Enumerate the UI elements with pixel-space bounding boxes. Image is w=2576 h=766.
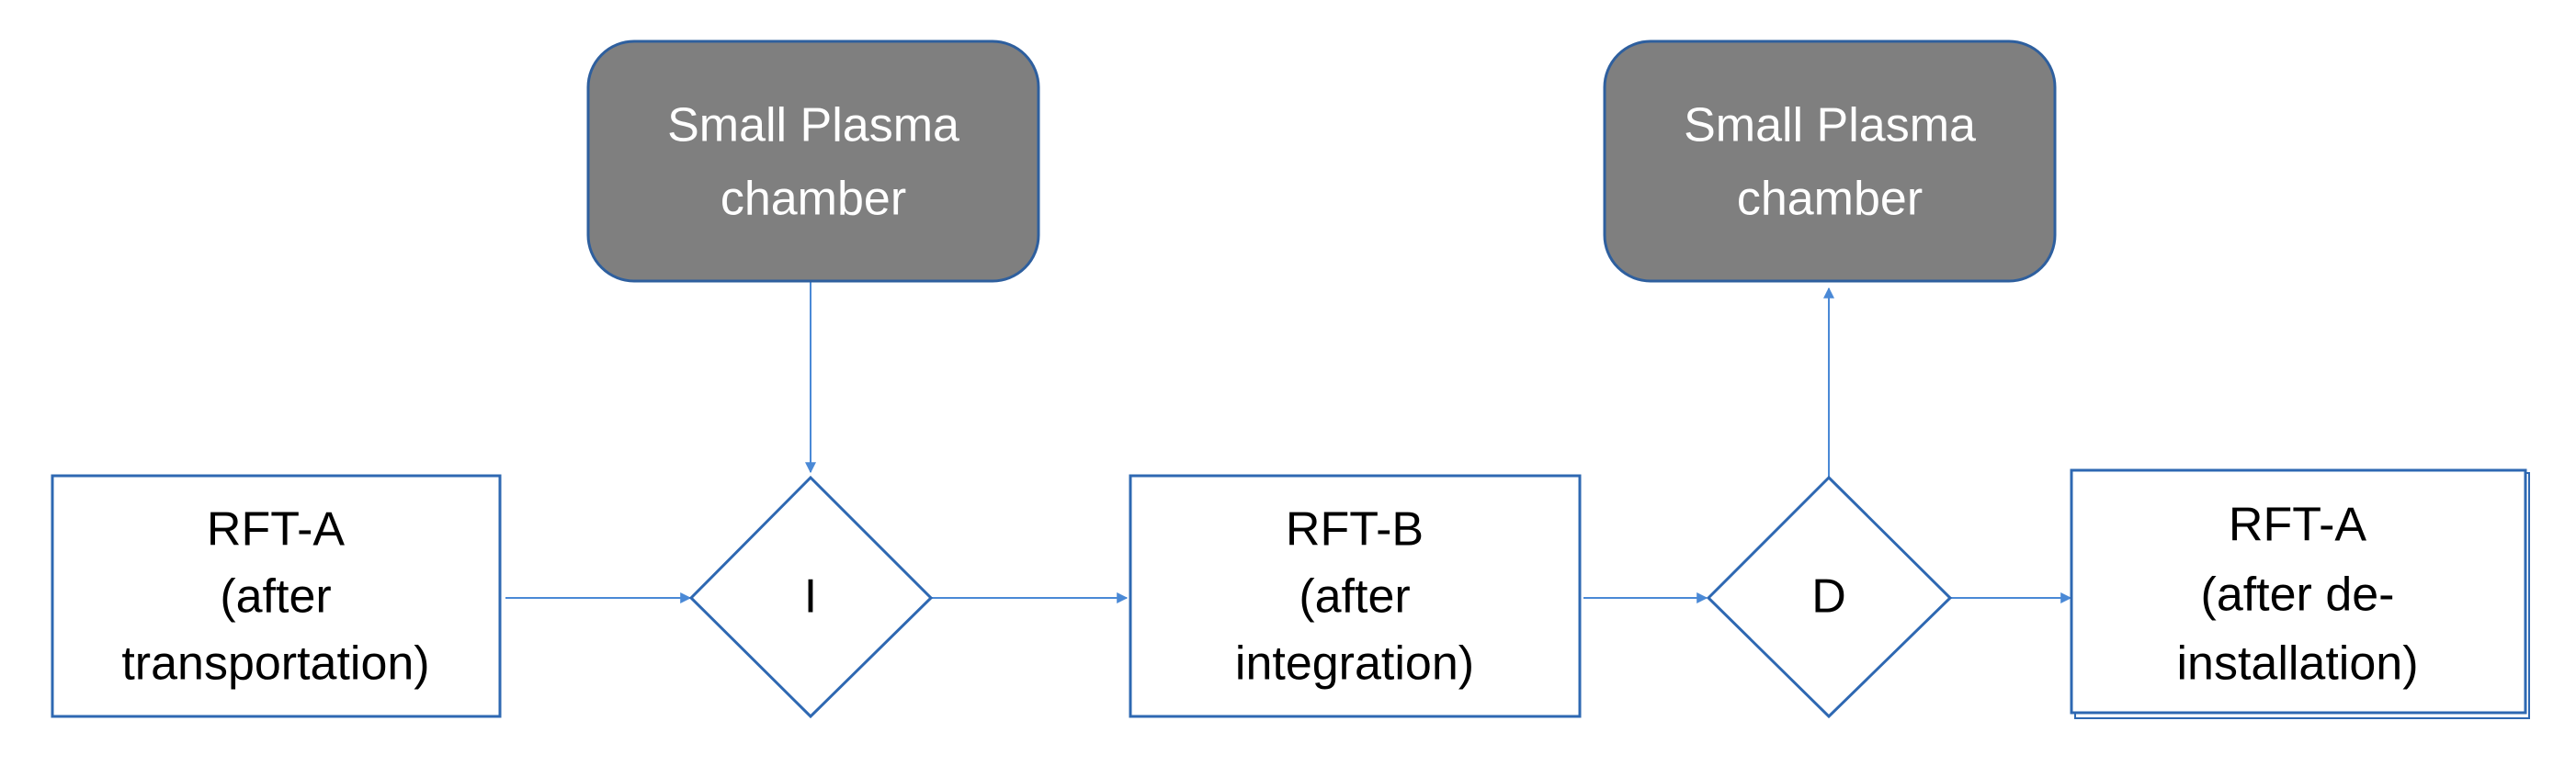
decision-d: D [1706, 475, 1953, 719]
chamber-left-line-1: Small Plasma [667, 99, 959, 152]
connectors [505, 281, 2072, 603]
decision-i-label: I [804, 570, 817, 624]
rft-b-integration-line-2: (after [1299, 570, 1410, 624]
chamber-left-line-2: chamber [721, 173, 906, 226]
rft-b-integration-box [1129, 474, 1582, 718]
chamber-left-box [586, 39, 1040, 283]
decision-d-label: D [1811, 570, 1846, 624]
rft-a-transportation-box [51, 474, 502, 718]
rft-a-deinstallation-line-2: (after de- [2201, 569, 2395, 622]
rft-a-transportation: RFT-A (after transportation) [51, 474, 502, 718]
rft-a-transportation-line-3: transportation) [121, 637, 429, 691]
chamber-right-line-2: chamber [1737, 173, 1923, 226]
chamber-right-line-1: Small Plasma [1684, 99, 1976, 152]
decision-d-diamond [1706, 475, 1953, 719]
rft-b-integration-line-3: integration) [1235, 637, 1474, 691]
chamber-left: Small Plasma chamber [586, 39, 1040, 283]
decision-i-diamond [688, 475, 934, 719]
rft-b-integration: RFT-B (after integration) [1129, 474, 1582, 718]
rft-b-integration-line-1: RFT-B [1286, 503, 1424, 557]
rft-a-deinstallation-line-3: installation) [2176, 637, 2418, 691]
rft-a-deinstallation: RFT-A (after de- installation) [2070, 468, 2530, 719]
decision-i: I [688, 475, 934, 719]
chamber-right: Small Plasma chamber [1603, 39, 2057, 283]
chamber-right-box [1603, 39, 2057, 283]
rft-a-deinstallation-box [2070, 468, 2527, 715]
rft-a-transportation-line-2: (after [220, 570, 331, 624]
rft-a-deinstallation-line-1: RFT-A [2229, 499, 2367, 552]
rft-a-transportation-line-1: RFT-A [207, 503, 346, 557]
